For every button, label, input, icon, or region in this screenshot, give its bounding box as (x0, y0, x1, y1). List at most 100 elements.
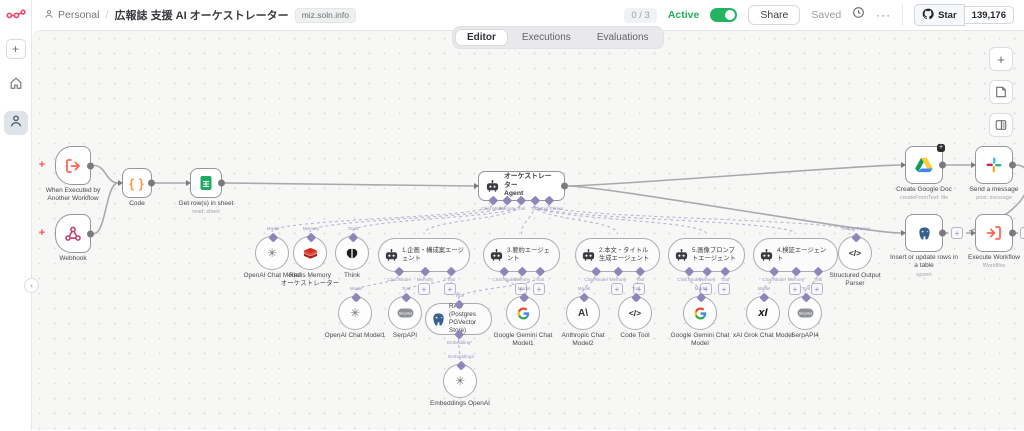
ai-port[interactable] (420, 267, 429, 276)
ai-port[interactable] (401, 292, 410, 301)
node-t1[interactable]: When Executed by Another Workflow (55, 146, 91, 185)
node-sq-a1-m[interactable]: + (418, 283, 430, 295)
output-port[interactable] (218, 180, 225, 187)
sidebar-collapse-button[interactable]: ‹ (24, 278, 39, 293)
ai-port[interactable] (446, 267, 455, 276)
sidebar-item-overview[interactable] (4, 73, 28, 97)
active-toggle[interactable] (710, 8, 737, 22)
tab-editor[interactable]: Editor (455, 29, 508, 46)
ai-port[interactable] (499, 267, 508, 276)
node-webhook[interactable]: Webhook (55, 214, 91, 253)
ai-port[interactable] (684, 267, 693, 276)
port-label: Chat Model (387, 277, 411, 282)
workflow-tag[interactable]: miz.soln.info (295, 8, 356, 23)
ai-port[interactable] (613, 267, 622, 276)
node-code[interactable]: { }Code (122, 168, 152, 198)
output-port[interactable] (561, 183, 568, 190)
ai-port[interactable] (720, 267, 729, 276)
node-sq-a3-t[interactable]: + (533, 283, 545, 295)
node-sq-a1-t[interactable]: + (444, 283, 456, 295)
ai-port[interactable] (791, 267, 800, 276)
ai-port[interactable] (488, 196, 497, 205)
ai-port[interactable] (851, 232, 860, 241)
ai-port[interactable] (348, 232, 357, 241)
node-marker2[interactable]: + (37, 228, 47, 238)
project-breadcrumb[interactable]: Personal (44, 9, 99, 22)
ai-port[interactable] (268, 232, 277, 241)
ai-port[interactable] (591, 267, 600, 276)
share-button[interactable]: Share (748, 5, 800, 25)
node-sq-a5-t[interactable]: + (718, 283, 730, 295)
ai-port[interactable] (579, 292, 588, 301)
node-sq-a4-m[interactable]: + (789, 283, 801, 295)
ai-port[interactable] (801, 292, 810, 301)
ai-port[interactable] (769, 267, 778, 276)
ai-port[interactable] (702, 267, 711, 276)
node-sq-a4-t[interactable]: + (811, 283, 823, 295)
robot-icon (674, 248, 689, 263)
left-sidebar: + (0, 0, 32, 430)
output-port[interactable] (1009, 162, 1016, 169)
output-port[interactable] (148, 180, 155, 187)
output-port[interactable] (939, 162, 946, 169)
more-menu-button[interactable]: ··· (876, 8, 891, 22)
robot-icon (489, 248, 504, 263)
output-port[interactable] (1009, 230, 1016, 237)
node-pc1[interactable]: + (951, 227, 963, 239)
history-icon[interactable] (852, 6, 865, 24)
output-port[interactable] (87, 230, 94, 237)
ai-port[interactable] (535, 267, 544, 276)
ai-port[interactable] (635, 267, 644, 276)
ai-port[interactable] (759, 292, 768, 301)
workflow-canvas[interactable]: When Executed by Another Workflow + Webhoo… (32, 30, 1024, 430)
code-braces-icon: { } (129, 176, 145, 191)
node-sq-a2-m[interactable]: + (611, 283, 623, 295)
ai-port[interactable] (517, 267, 526, 276)
workflow-title[interactable]: 広報誌 支援 AI オーケストレーター (115, 7, 289, 23)
github-star-widget[interactable]: Star 139,176 (914, 4, 1014, 26)
add-node-button[interactable]: + (989, 47, 1013, 71)
tab-evaluations[interactable]: Evaluations (585, 29, 661, 46)
node-marker1[interactable]: + (37, 160, 47, 170)
tab-executions[interactable]: Executions (510, 29, 583, 46)
ai-port[interactable] (306, 232, 315, 241)
port-label: Tool (721, 277, 729, 282)
input-port (971, 162, 976, 168)
add-workflow-button[interactable]: + (6, 39, 26, 59)
output-port[interactable] (939, 230, 946, 237)
layout-panel-button[interactable] (989, 113, 1013, 137)
node-rag[interactable]: RAG (Postgres PGVector Store)ToolEmbeddi… (425, 303, 492, 335)
sidebar-item-personal[interactable] (4, 111, 28, 135)
output-port[interactable] (87, 162, 94, 169)
port-label: Chat Model (584, 277, 608, 282)
node-pc2[interactable]: + (1020, 227, 1024, 239)
ai-port[interactable] (351, 292, 360, 301)
sticky-note-button[interactable] (989, 80, 1013, 104)
ai-port[interactable] (456, 360, 465, 369)
